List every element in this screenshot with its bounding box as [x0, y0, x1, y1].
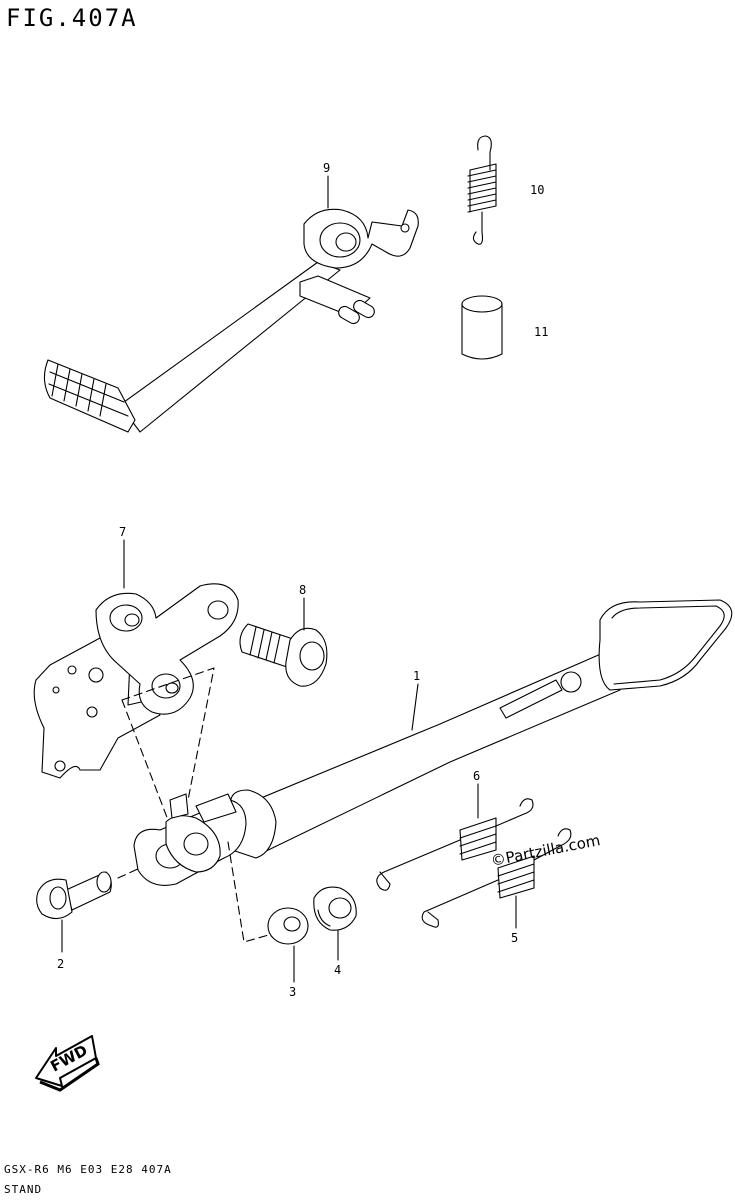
bracket-part-7[interactable]	[33, 583, 239, 779]
spring-part-5[interactable]	[421, 828, 572, 928]
leader-lines	[61, 175, 517, 983]
callout-3: 3	[289, 985, 296, 999]
pivot-bolt-part-2[interactable]	[36, 871, 112, 920]
callout-8: 8	[299, 583, 306, 597]
callout-4: 4	[334, 963, 341, 977]
spring-part-6[interactable]	[376, 798, 534, 891]
callout-7: 7	[119, 525, 126, 539]
callout-5: 5	[511, 931, 518, 945]
collar-part-11[interactable]	[461, 295, 503, 360]
callout-1: 1	[413, 669, 420, 683]
forward-direction-arrow-icon: FWD	[35, 1035, 100, 1092]
spring-part-10[interactable]	[467, 135, 497, 245]
callout-2: 2	[57, 957, 64, 971]
figure-title: FIG.407A	[6, 4, 138, 32]
figure-code: GSX-R6 M6 E03 E28 407A	[4, 1163, 172, 1176]
figure-name: STAND	[4, 1183, 43, 1196]
washer-part-3[interactable]	[267, 907, 309, 945]
side-stand-part-1[interactable]	[133, 599, 733, 886]
callout-11: 11	[534, 325, 548, 339]
callout-9: 9	[323, 161, 330, 175]
callout-10: 10	[530, 183, 544, 197]
bolt-part-8[interactable]	[239, 623, 328, 687]
pedal-lever-part-9[interactable]	[43, 208, 419, 433]
watermark-text: ©Partzilla.com	[489, 831, 601, 870]
nut-part-4[interactable]	[313, 886, 357, 931]
callout-6: 6	[473, 769, 480, 783]
